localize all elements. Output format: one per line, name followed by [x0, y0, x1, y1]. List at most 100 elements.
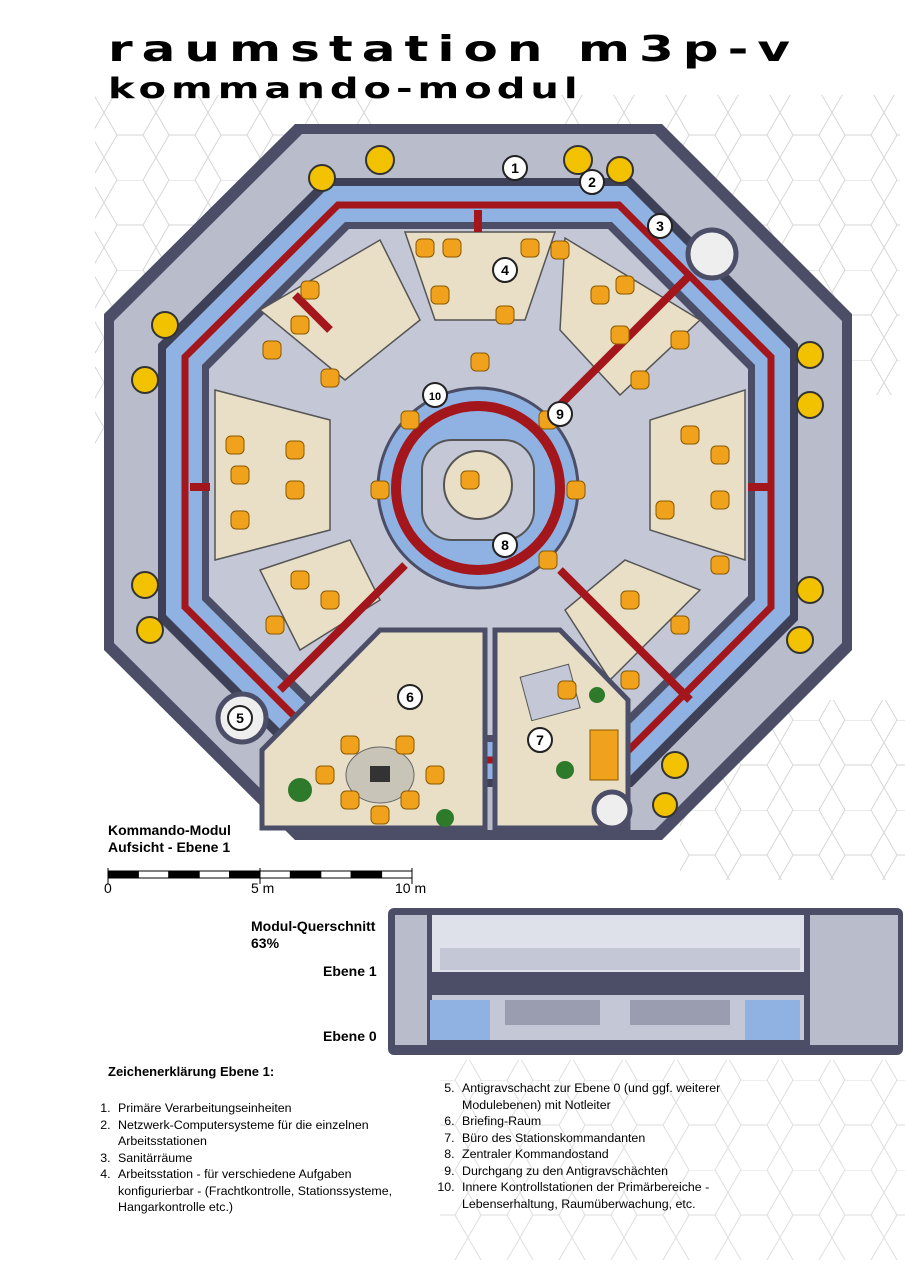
plan-caption-subtitle: Aufsicht - Ebene 1 [108, 839, 231, 855]
monitor [370, 766, 390, 782]
legend-right: Antigravschacht zur Ebene 0 (und ggf. we… [422, 1080, 762, 1212]
chair [265, 615, 285, 635]
chair [630, 370, 650, 390]
chair [290, 570, 310, 590]
computer-units [131, 145, 824, 818]
chair [615, 275, 635, 295]
room-marker-label: 4 [501, 262, 509, 278]
scale-segment [381, 870, 413, 879]
scale-segment [168, 870, 200, 879]
cross-section-title: Modul-Querschnitt [251, 918, 376, 934]
room-marker-10: 10 [422, 382, 448, 408]
chair [680, 425, 700, 445]
chair [340, 735, 360, 755]
plant [436, 809, 454, 827]
scale-segment [320, 870, 352, 879]
scale-segment [137, 870, 170, 879]
room-marker-label: 2 [588, 174, 596, 190]
chair [290, 315, 310, 335]
legend-item-5: Antigravschacht zur Ebene 0 (und ggf. we… [458, 1080, 762, 1113]
chair [425, 765, 445, 785]
chair [225, 435, 245, 455]
scale-segment [107, 870, 139, 879]
room-marker-label: 3 [656, 218, 664, 234]
chair [370, 480, 390, 500]
chair [670, 615, 690, 635]
legend-left: Primäre Verarbeitungseinheiten Netzwerk-… [78, 1100, 408, 1216]
room-marker-5: 5 [227, 705, 253, 731]
chair [262, 340, 282, 360]
level-1-label: Ebene 1 [323, 963, 377, 979]
scale-segment [350, 870, 383, 879]
room-marker-3: 3 [647, 213, 673, 239]
chair [370, 805, 390, 825]
room-marker-label: 9 [556, 406, 564, 422]
level-0-label: Ebene 0 [323, 1028, 377, 1044]
room-marker-1: 1 [502, 155, 528, 181]
chair [590, 285, 610, 305]
chair [538, 550, 558, 570]
chair [610, 325, 630, 345]
chair [470, 352, 490, 372]
chair [400, 790, 420, 810]
chair [230, 465, 250, 485]
page-subtitle: Kommando-Modul [108, 72, 583, 106]
chair [395, 735, 415, 755]
scale-label-5: 5 m [251, 880, 275, 896]
plant [589, 687, 605, 703]
legend-item-4: Arbeitsstation - für verschiedene Aufgab… [114, 1166, 408, 1216]
room-marker-4: 4 [492, 257, 518, 283]
scale-segment [229, 870, 261, 879]
hub-stripe [391, 401, 565, 575]
chair [655, 500, 675, 520]
legend-item-1: Primäre Verarbeitungseinheiten [114, 1100, 408, 1117]
room-marker-label: 10 [429, 391, 441, 403]
page-title: Raumstation M3P-V [108, 28, 799, 70]
cross-section-caption: Modul-Querschnitt 63% [251, 918, 375, 952]
room-marker-6: 6 [397, 684, 423, 710]
legend-item-3: Sanitärräume [114, 1150, 408, 1167]
chair [520, 238, 540, 258]
chair [442, 238, 462, 258]
room-markers: 1 2 3 4 5 6 7 8 9 10 [227, 155, 673, 753]
room-marker-label: 1 [511, 160, 519, 176]
legend-item-8: Zentraler Kommandostand [458, 1146, 762, 1163]
room-marker-2: 2 [579, 169, 605, 195]
room-marker-label: 6 [406, 689, 414, 705]
chair [557, 680, 577, 700]
chair [400, 410, 420, 430]
room-marker-9: 9 [547, 401, 573, 427]
legend-item-2: Netzwerk-Computersysteme für die einzeln… [114, 1117, 408, 1150]
room-marker-label: 8 [501, 537, 509, 553]
cross-section [388, 908, 903, 1055]
plan-caption-title: Kommando-Modul [108, 822, 231, 838]
chair [430, 285, 450, 305]
chair [710, 555, 730, 575]
scale-label-0: 0 [104, 880, 112, 896]
scale-segment [198, 870, 231, 879]
plant [556, 761, 574, 779]
chair [315, 765, 335, 785]
chair [550, 240, 570, 260]
chair [285, 480, 305, 500]
scale-segment [289, 870, 322, 879]
chair [710, 445, 730, 465]
scale-bar [107, 868, 413, 884]
chair [670, 330, 690, 350]
chair [320, 368, 340, 388]
plant [288, 778, 312, 802]
cross-section-zoom: 63% [251, 935, 280, 951]
chair [230, 510, 250, 530]
legend-item-9: Durchgang zu den Antigravschächten [458, 1163, 762, 1180]
chair [415, 238, 435, 258]
chair [340, 790, 360, 810]
antigrav-shafts [215, 227, 739, 831]
legend-title: Zeichenerklärung Ebene 1: [108, 1064, 275, 1079]
chair [320, 590, 340, 610]
scale-label-10: 10 m [395, 880, 427, 896]
chair [285, 440, 305, 460]
scale-segment [259, 870, 291, 879]
room-marker-8: 8 [492, 532, 518, 558]
room-marker-label: 7 [536, 732, 544, 748]
